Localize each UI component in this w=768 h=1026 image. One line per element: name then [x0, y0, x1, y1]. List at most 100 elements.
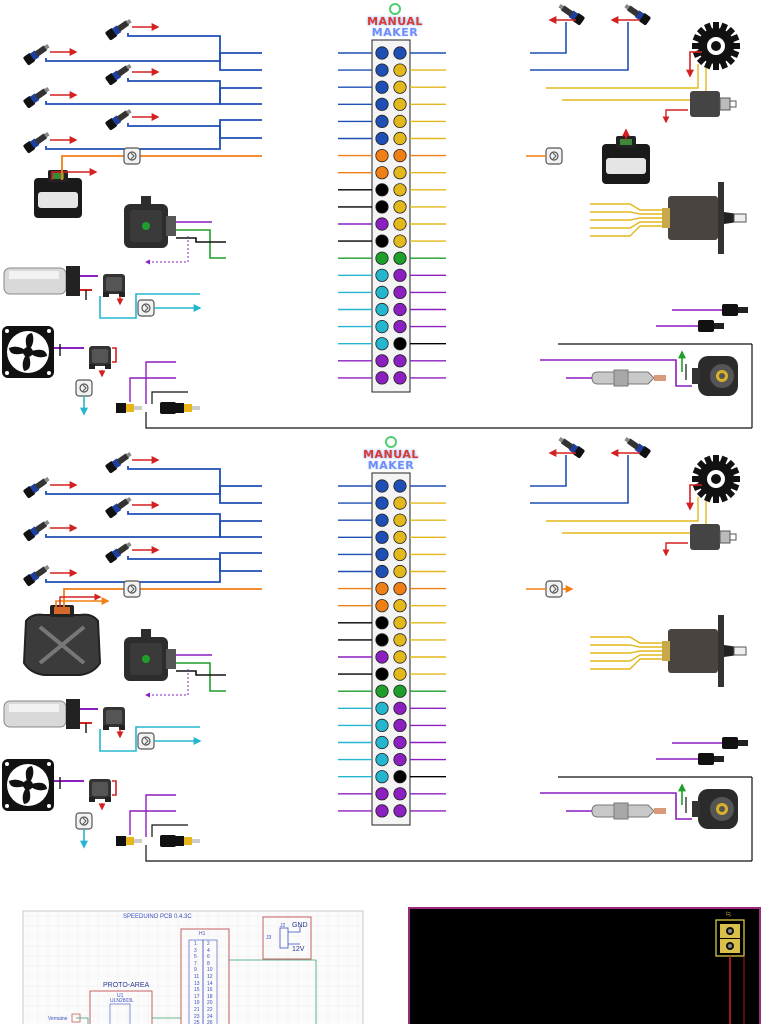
- injector-wire: [127, 33, 262, 71]
- pin-left: [375, 479, 389, 493]
- pin-left: [375, 354, 389, 368]
- pin-right: [393, 547, 407, 562]
- throttle-position-sensor: [692, 356, 738, 396]
- iac-wire: [590, 654, 662, 662]
- pin-left: [375, 513, 389, 527]
- pin-left: [375, 97, 389, 111]
- pin-right: [393, 337, 407, 351]
- crank-wire: [546, 497, 699, 522]
- pin-left: [375, 183, 389, 197]
- crank-wire: [562, 501, 707, 534]
- pin-right: [393, 319, 407, 334]
- pin-left: [375, 564, 389, 579]
- injector-icon: [622, 434, 652, 459]
- pin-number: 17: [194, 993, 200, 1000]
- wiring-panel: [2, 434, 753, 862]
- pin-left: [375, 114, 389, 129]
- coil-wire: [61, 155, 262, 180]
- pin-left: [375, 319, 389, 334]
- iac-wire: [590, 658, 662, 670]
- logo-line1: MANUAL: [367, 15, 423, 28]
- fan-power: [112, 347, 117, 363]
- injector-icon: [556, 1, 586, 26]
- pin-left: [375, 371, 389, 385]
- injector-wire: [127, 123, 262, 139]
- injector-wire: [127, 78, 262, 105]
- oxygen-sensor: [591, 369, 667, 387]
- fan-control-box: [75, 379, 93, 397]
- pin-right: [393, 770, 407, 784]
- injector-icon: [22, 129, 52, 154]
- pin-number: 20: [207, 1000, 213, 1007]
- pin-number: 2: [207, 941, 210, 947]
- chip-part: ULN2803L: [110, 998, 134, 1004]
- iat-wire: [145, 361, 176, 404]
- pin-right: [393, 564, 407, 579]
- pin-right: [393, 285, 407, 299]
- crank-wire: [562, 68, 707, 101]
- pin-number: 5: [194, 954, 197, 961]
- pin-left: [375, 131, 389, 146]
- pin-left: [375, 718, 389, 732]
- clt-wire: [129, 810, 176, 835]
- pin-left: [375, 804, 389, 818]
- coil-feed-arrow: [51, 168, 98, 180]
- manual-maker-logo: MANUAL MAKER: [367, 3, 423, 38]
- sensor-connector: [698, 320, 724, 332]
- crank-trigger-wheel: [692, 22, 740, 70]
- pin-left: [375, 268, 389, 282]
- v12-label: 12V: [292, 946, 305, 953]
- pin-number: 8: [207, 960, 210, 967]
- ignition-coil-2: [602, 136, 650, 184]
- idle-air-valve: [661, 181, 747, 255]
- pin-left: [375, 217, 389, 231]
- pin-right: [393, 149, 407, 163]
- pin-right: [393, 80, 407, 94]
- pin-right: [393, 268, 407, 282]
- injector-icon: [22, 562, 52, 587]
- cam-sensor: [689, 523, 737, 551]
- pin-right: [393, 354, 407, 368]
- net-label: Vemaine: [48, 1016, 68, 1022]
- pin-number: 10: [207, 967, 213, 974]
- pin-left: [375, 285, 389, 299]
- injector-icon: [104, 106, 134, 131]
- pin-number: 19: [194, 1000, 200, 1007]
- tach-box-right: [545, 147, 563, 165]
- radiator-fan: [2, 326, 54, 378]
- pin-right: [393, 371, 407, 385]
- pin-left: [375, 616, 389, 630]
- injector-wire: [45, 520, 262, 538]
- tach-output-box: [123, 580, 141, 598]
- iac-wire: [590, 644, 662, 648]
- injector-wire: [45, 87, 262, 105]
- pin-left: [375, 149, 389, 163]
- pin-right: [393, 684, 407, 698]
- pin-left: [375, 251, 389, 265]
- manual-maker-logo-2: MANUAL MAKER: [363, 436, 419, 471]
- injector-wire-r: [530, 22, 567, 54]
- pin-right: [393, 513, 407, 527]
- injector-icon: [622, 1, 652, 26]
- fan-relay: [89, 779, 111, 802]
- pin-left: [375, 80, 389, 94]
- pin-left: [375, 302, 389, 317]
- pump-control-wire: [99, 293, 200, 319]
- pin-left: [375, 633, 389, 647]
- injector-wire: [127, 466, 262, 504]
- iac-wire: [590, 203, 662, 211]
- pin-right: [393, 530, 407, 544]
- logo-line2: MAKER: [371, 26, 419, 39]
- oxygen-sensor: [591, 802, 667, 820]
- pin-left: [375, 496, 389, 510]
- pin-right: [393, 131, 407, 146]
- injector-wire: [45, 485, 262, 495]
- pin-right: [393, 582, 407, 596]
- fuel-pump: [3, 265, 81, 297]
- fuel-pump-relay: [103, 707, 125, 730]
- pcb-connector-ref: J7: [726, 911, 733, 917]
- clt-wire: [129, 377, 176, 402]
- sensor-connector: [698, 753, 724, 765]
- tps-wire: [540, 792, 692, 820]
